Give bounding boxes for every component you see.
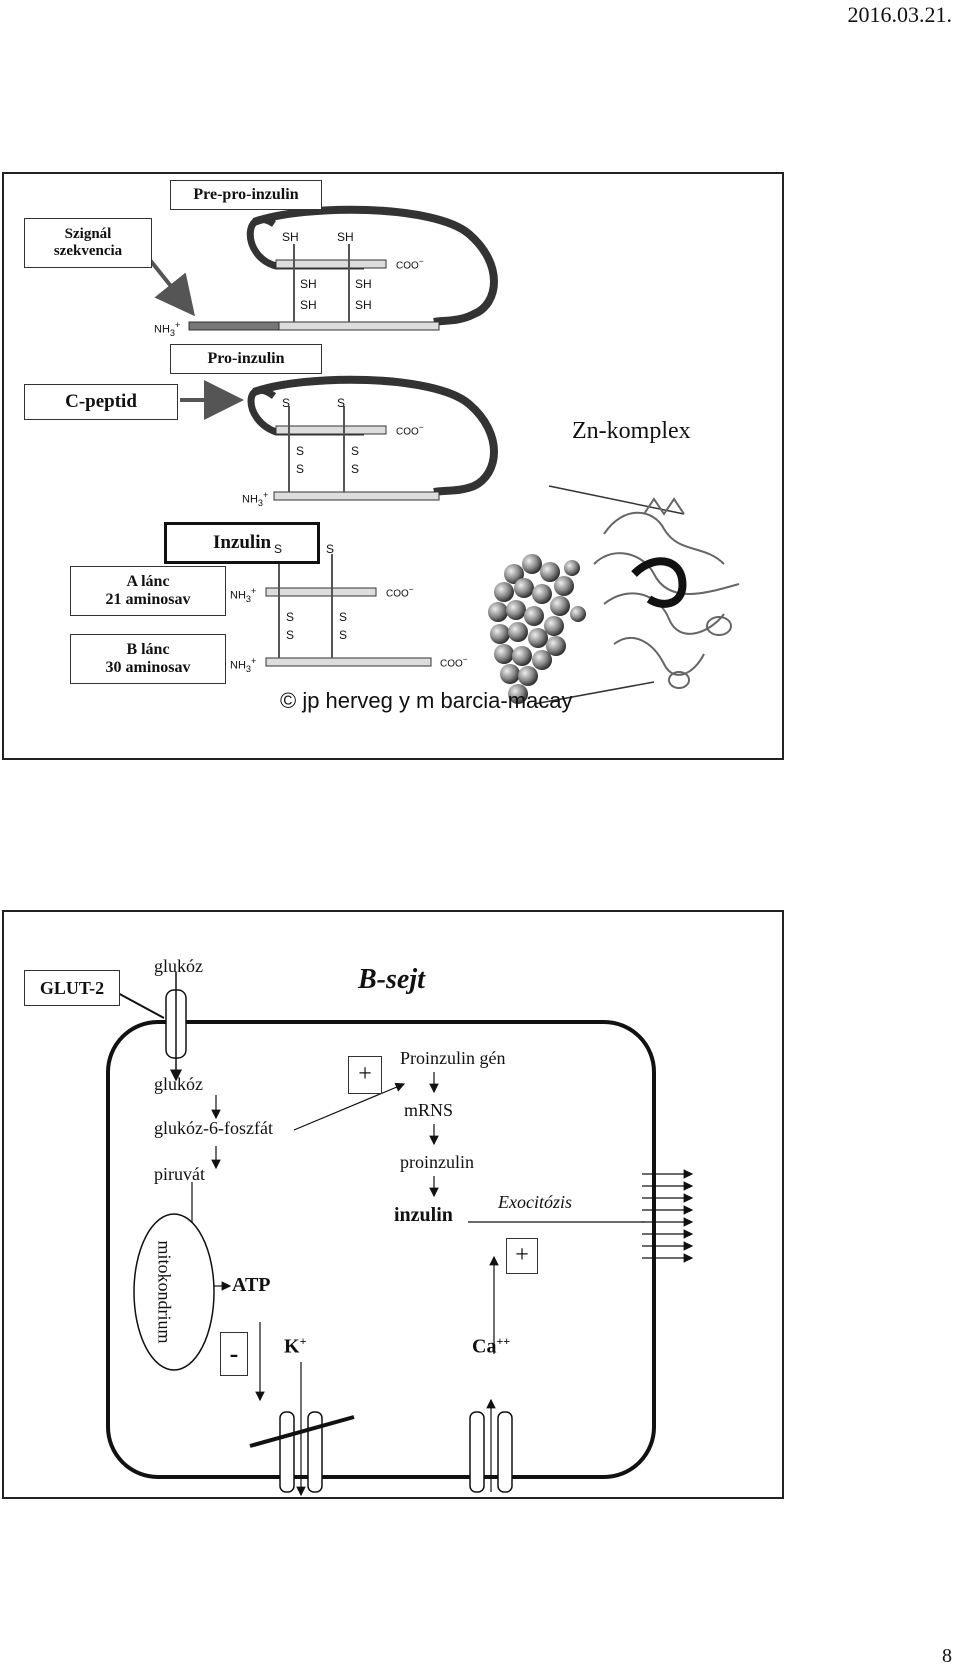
nh3-label: NH3+ [154, 320, 181, 338]
s-label: S [274, 542, 283, 556]
pro-insulin-structure [247, 375, 498, 501]
c-peptid-label: C-peptid [24, 384, 178, 420]
mitochondrion-label: mitokondrium [154, 1240, 175, 1344]
insulin-label: inzulin [394, 1204, 453, 1226]
s-label: S [282, 396, 291, 410]
insulin-structure [265, 554, 432, 667]
mitochondrion [133, 1213, 215, 1371]
cell-membrane [106, 1020, 656, 1479]
s-label: S [339, 628, 348, 642]
minus-sign-box: - [220, 1332, 248, 1376]
a-chain-label: A lánc 21 aminosav [70, 566, 226, 616]
k-channel [249, 1362, 355, 1497]
signal-arrow [148, 258, 195, 317]
coo-label: COO− [396, 422, 424, 438]
s-label: S [286, 628, 295, 642]
page-date: 2016.03.21. [847, 2, 953, 27]
insulin-label: Inzulin [164, 522, 320, 564]
ca-channel [469, 1398, 513, 1493]
sh-label: SH [355, 277, 372, 291]
proinsulin-label: proinzulin [400, 1152, 474, 1172]
g6p-label: glukóz-6-foszfát [154, 1118, 273, 1138]
cell-title: B-sejt [358, 964, 425, 995]
signal-sequence-label: Szignál szekvencia [24, 218, 152, 268]
s-label: S [351, 444, 360, 458]
insulin-structure-slide: Pre-pro-inzulin Szignál szekvencia Pro-i… [2, 172, 784, 760]
atp-label: ATP [232, 1274, 271, 1296]
s-label: S [296, 444, 305, 458]
sh-label: SH [282, 230, 299, 244]
sh-label: SH [337, 230, 354, 244]
zn-complex-molecule-image [488, 485, 740, 705]
coo-label: COO− [396, 256, 424, 272]
b-chain-label: B lánc 30 aminosav [70, 634, 226, 684]
page-number: 8 [942, 1645, 952, 1667]
sh-label: SH [300, 277, 317, 291]
coo-label: COO− [386, 584, 414, 600]
beta-cell-diagram [106, 972, 694, 1497]
s-label: S [286, 610, 295, 624]
s-label: S [351, 462, 360, 476]
s-label: S [337, 396, 346, 410]
copyright-text: © jp herveg y m barcia-macay [280, 688, 573, 713]
glut2-pointer-line [115, 991, 165, 1019]
pre-pro-insulin-label: Pre-pro-inzulin [170, 180, 322, 210]
insulin-structure-diagram [148, 205, 740, 705]
s-label: S [339, 610, 348, 624]
sh-label: SH [300, 298, 317, 312]
pyruvate-label: piruvát [154, 1164, 205, 1184]
k-label: K+ [284, 1334, 307, 1358]
plus-sign-box: + [348, 1056, 382, 1094]
s-label: S [326, 542, 335, 556]
glucose-outside-label: glukóz [154, 956, 203, 976]
beta-cell-slide: GLUT-2 glukóz B-sejt glukóz glukóz-6-fos… [2, 910, 784, 1499]
sh-label: SH [355, 298, 372, 312]
nh3-label: NH3+ [242, 490, 269, 508]
nh3-label: NH3+ [230, 586, 257, 604]
pro-insulin-label: Pro-inzulin [170, 344, 322, 374]
pre-pro-insulin-structure [188, 205, 498, 331]
glucose-inside-label: glukóz [154, 1074, 203, 1094]
exocytosis-label: Exocitózis [498, 1192, 572, 1212]
proinsulin-gene-label: Proinzulin gén [400, 1048, 506, 1068]
nh3-label: NH3+ [230, 656, 257, 674]
ca-label: Ca++ [472, 1334, 511, 1358]
glut2-label: GLUT-2 [24, 970, 120, 1006]
mrna-label: mRNS [404, 1100, 454, 1120]
s-label: S [296, 462, 305, 476]
coo-label: COO− [440, 654, 468, 670]
zn-complex-label: Zn-komplex [572, 418, 691, 444]
plus-sign-box: + [506, 1238, 538, 1274]
